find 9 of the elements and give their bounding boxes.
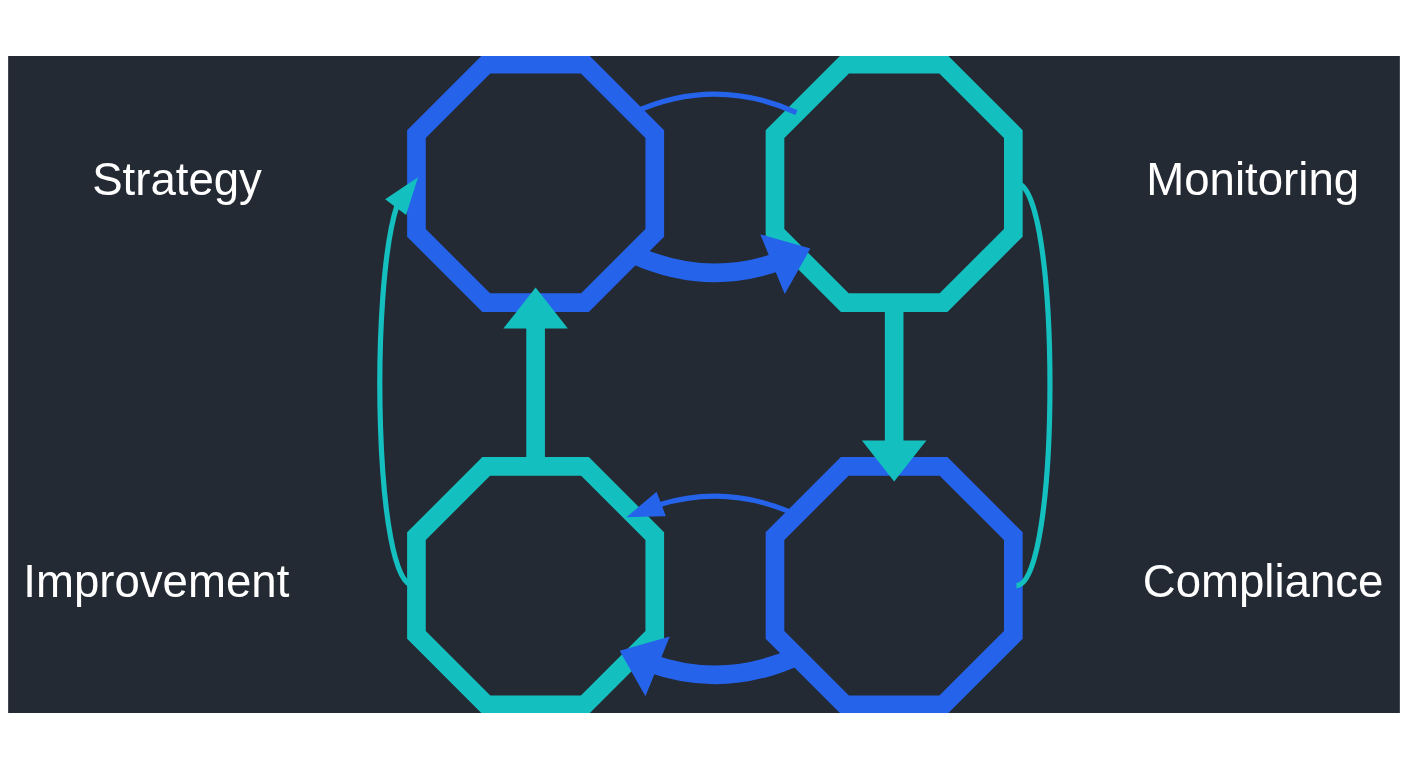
node-octagon bbox=[765, 456, 1023, 713]
node-label: Monitoring bbox=[1146, 153, 1360, 205]
node-octagon bbox=[765, 55, 1023, 312]
arrow bbox=[377, 176, 418, 588]
node-label: Compliance bbox=[1142, 555, 1384, 607]
node-octagon bbox=[407, 55, 665, 312]
connector bbox=[1014, 180, 1053, 588]
node-label: Strategy bbox=[92, 153, 262, 205]
node-label: Improvement bbox=[23, 555, 290, 607]
